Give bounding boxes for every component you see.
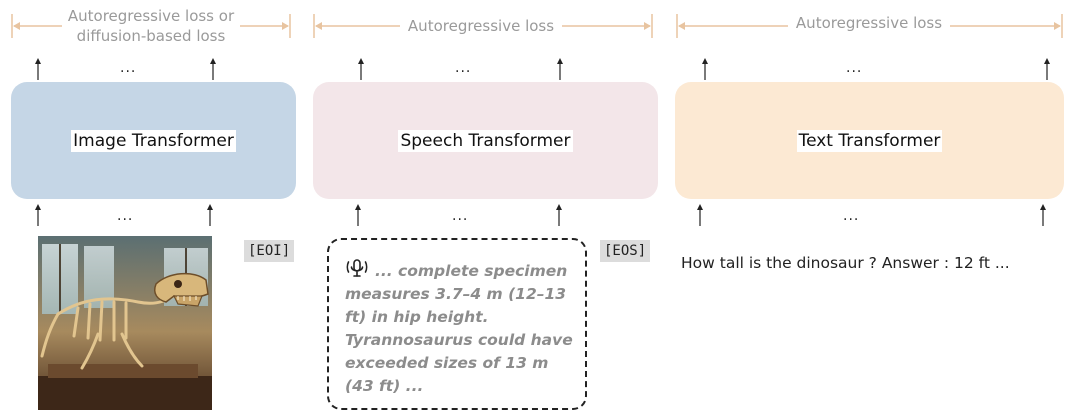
input-arrows <box>35 204 1046 226</box>
text-input-dots: ... <box>843 208 860 224</box>
speech-transcript: ... complete specimen measures 3.7–4 m (… <box>345 262 573 395</box>
speech-loss-bracket <box>313 14 653 38</box>
image-loss-label: Autoregressive loss or diffusion-based l… <box>62 6 240 46</box>
end-of-speech-token: [EOS] <box>600 240 651 262</box>
text-input-sequence: How tall is the dinosaur ? Answer : 12 f… <box>681 254 1010 272</box>
image-loss-label-line2: diffusion-based loss <box>76 27 226 45</box>
end-of-image-token: [EOI] <box>244 240 295 262</box>
speech-loss-label: Autoregressive loss <box>400 16 562 36</box>
speech-transformer-label: Speech Transformer <box>398 129 573 152</box>
speech-input-dots: ... <box>452 208 469 224</box>
speech-input-box <box>327 238 587 410</box>
image-transformer-label: Image Transformer <box>71 129 236 152</box>
image-input-dots: ... <box>117 208 134 224</box>
speech-transcript-block: ... complete specimen measures 3.7–4 m (… <box>345 258 577 398</box>
image-output-dots: ... <box>120 60 137 76</box>
image-loss-bracket <box>11 14 291 38</box>
image-loss-label-line1: Autoregressive loss or <box>67 7 235 25</box>
text-transformer-label: Text Transformer <box>796 129 943 152</box>
microphone-icon <box>346 259 368 277</box>
text-transformer-block: Text Transformer <box>675 82 1064 199</box>
text-loss-label: Autoregressive loss <box>788 13 950 33</box>
image-transformer-block: Image Transformer <box>11 82 296 199</box>
text-loss-bracket <box>676 14 1063 38</box>
speech-output-dots: ... <box>455 60 472 76</box>
output-arrows <box>35 58 1050 80</box>
speech-transformer-block: Speech Transformer <box>313 82 658 199</box>
dinosaur-skeleton-image <box>38 236 212 410</box>
text-output-dots: ... <box>846 60 863 76</box>
